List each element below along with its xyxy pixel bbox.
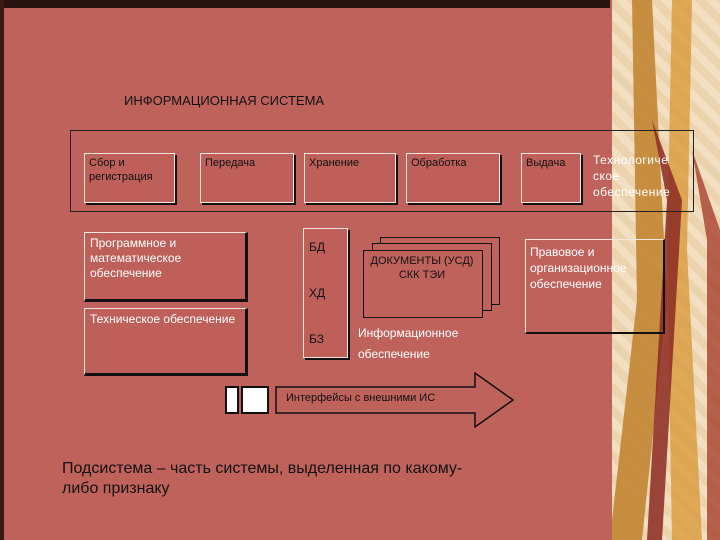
stage-storage-label: Хранение: [309, 157, 360, 169]
stage-collect-label: Сбор и регистрация: [89, 157, 153, 183]
interface-block-left: [225, 386, 239, 414]
diagram-title: ИНФОРМАЦИОННАЯ СИСТЕМА: [124, 93, 325, 108]
bd-label: БД: [309, 240, 326, 254]
stages-frame: [70, 130, 694, 212]
stage-processing-label: Обработка: [411, 157, 467, 169]
software-support-label: Программное и математическое обеспечение: [90, 236, 182, 280]
info-support-label-2: обеспечение: [358, 347, 430, 361]
interface-block-right: [241, 386, 269, 414]
tech-support-label: Технологиче ское обеспечение: [593, 153, 671, 200]
footer-text: Подсистема – часть системы, выделенная п…: [62, 460, 463, 497]
decorative-side-panel: [612, 0, 720, 540]
bz-label: БЗ: [309, 332, 324, 346]
legal-support-label: Правовое и организационное обеспечение: [530, 245, 627, 292]
storage-column-box: [303, 228, 348, 358]
info-support-label-1: Информационное: [358, 326, 459, 340]
stage-transfer-label: Передача: [205, 157, 256, 169]
stage-output-label: Выдача: [526, 157, 566, 169]
hardware-support-box: Техническое обеспечение: [84, 308, 248, 376]
left-border: [0, 0, 4, 540]
stage-transfer-box: Передача: [200, 153, 294, 203]
interfaces-label: Интерфейсы с внешними ИС: [286, 392, 436, 404]
stage-collect-box: Сбор и регистрация: [84, 153, 175, 203]
software-support-box: Программное и математическое обеспечение: [84, 232, 248, 302]
hardware-support-label: Техническое обеспечение: [90, 312, 236, 326]
decorative-ribbons: [612, 0, 720, 540]
documents-label: ДОКУМЕНТЫ (УСД) СКК ТЭИ: [370, 255, 474, 281]
documents-sheet-front: [363, 250, 483, 318]
interfaces-arrow: [275, 372, 515, 428]
stage-processing-box: Обработка: [406, 153, 500, 203]
stage-output-box: Выдача: [521, 153, 581, 203]
legal-support-box: [525, 239, 665, 334]
stage-storage-box: Хранение: [304, 153, 396, 203]
top-border: [0, 0, 610, 8]
hd-label: ХД: [309, 286, 326, 300]
